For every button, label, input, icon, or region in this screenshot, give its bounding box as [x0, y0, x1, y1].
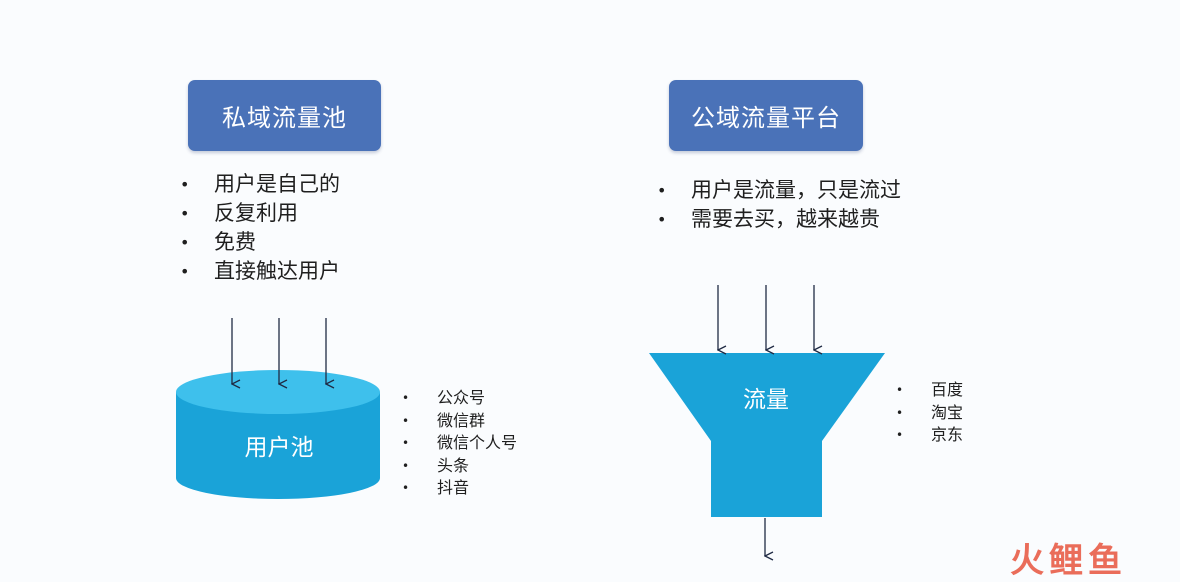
list-item: 用户是自己的: [180, 170, 340, 199]
list-item: 抖音: [402, 477, 517, 500]
list-item: 微信群: [402, 410, 517, 433]
private-points-list: 用户是自己的 反复利用 免费 直接触达用户: [180, 170, 340, 286]
private-channels-list: 公众号 微信群 微信个人号 头条 抖音: [402, 387, 517, 500]
list-item: 头条: [402, 455, 517, 478]
public-channels-list: 百度 淘宝 京东: [896, 379, 963, 447]
list-item: 需要去买，越来越贵: [657, 205, 901, 234]
list-item: 百度: [896, 379, 963, 402]
traffic-funnel: [649, 353, 885, 517]
list-item: 直接触达用户: [180, 257, 340, 286]
public-points-list: 用户是流量，只是流过 需要去买，越来越贵: [657, 176, 901, 234]
list-item: 用户是流量，只是流过: [657, 176, 901, 205]
list-item: 京东: [896, 424, 963, 447]
watermark-logo: 火鲤鱼: [1010, 541, 1127, 581]
list-item: 公众号: [402, 387, 517, 410]
inflow-arrows-right: [718, 285, 814, 350]
public-traffic-title: 公域流量平台: [669, 80, 863, 151]
list-item: 免费: [180, 228, 340, 257]
funnel-label: 流量: [743, 387, 789, 413]
user-pool-label: 用户池: [244, 435, 314, 461]
list-item: 微信个人号: [402, 432, 517, 455]
private-traffic-title: 私域流量池: [188, 80, 381, 151]
list-item: 淘宝: [896, 402, 963, 425]
inflow-arrows-left: [232, 318, 326, 384]
list-item: 反复利用: [180, 199, 340, 228]
